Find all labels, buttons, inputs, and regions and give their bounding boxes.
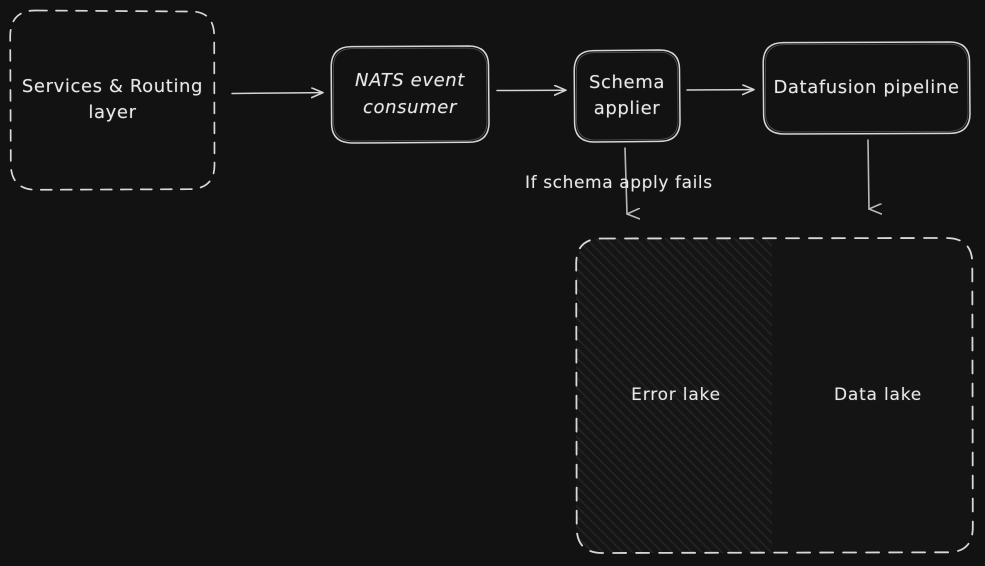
services-routing-layer-label: Services & Routing layer [21, 75, 204, 123]
node-services-routing-layer[interactable]: Services & Routing layer [10, 10, 215, 190]
data-lake-label[interactable]: Data lake [833, 385, 923, 405]
edge-services-to-nats [231, 93, 322, 94]
edge-datafusion-to-data-lake [867, 139, 869, 209]
datafusion-pipeline-label: Datafusion pipeline [773, 76, 960, 98]
node-nats-event-consumer[interactable]: NATS event consumer [331, 46, 489, 143]
node-schema-applier[interactable]: Schema applier [574, 50, 680, 142]
schema-applier-label: Schema applier [589, 71, 665, 119]
error-lake-label[interactable]: Error lake [631, 385, 721, 405]
nats-event-consumer-label: NATS event consumer [355, 70, 465, 118]
node-datafusion-pipeline[interactable]: Datafusion pipeline [763, 42, 970, 134]
edge-label-if-schema-apply-fails: If schema apply fails [525, 173, 713, 193]
